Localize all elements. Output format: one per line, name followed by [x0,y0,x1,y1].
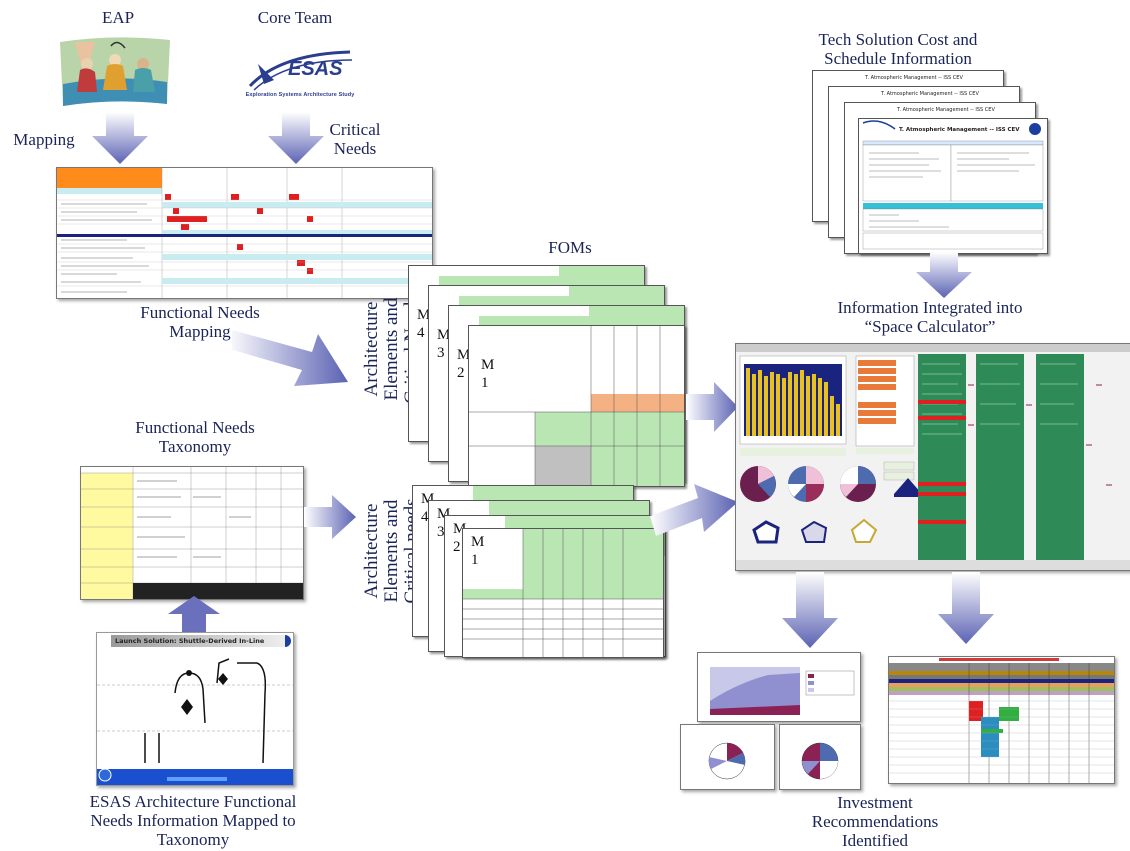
functional-needs-mapping-sheet [56,167,433,299]
tech-sheet-1: T. Atmospheric Management -- ISS CEV [858,118,1048,254]
fom-sheet-top-3-label: M 3 [437,327,451,361]
foms-label: FOMs [548,238,592,257]
fom-sheet-top-2-label: M 2 [457,347,471,381]
arrow-eap-down [90,112,150,164]
functional-needs-mapping-label: Functional Needs Mapping [140,303,260,341]
tech-solution-label: Tech Solution Cost and Schedule Informat… [818,30,978,68]
launch-solution-slide: Launch Solution: Shuttle-Derived In-Line [96,632,294,786]
investment-label: Investment Recommendations Identified [811,793,939,850]
arrow-bottom-foms-to-calc [650,472,740,552]
esas-architecture-label: ESAS Architecture Functional Needs Infor… [89,792,297,849]
space-calculator [735,343,1130,571]
pie-chart-left [680,724,775,790]
functional-needs-taxonomy-sheet [80,466,304,600]
arrow-launch-up [168,596,220,632]
arrow-core-team-down [266,112,326,164]
arrow-mapping-to-foms [232,300,352,390]
critical-needs-label: Critical Needs [329,120,381,158]
fom-sheet-bottom-1-label: M 1 [471,534,485,568]
fom-sheet-top-1-label: M 1 [481,357,495,391]
eap-clipart [55,34,175,109]
esas-logo: ESAS Exploration Systems Architecture St… [240,34,360,104]
esas-logo-name: ESAS [288,58,343,80]
fom-sheet-top-4-label: M 4 [417,307,431,341]
functional-needs-taxonomy-label: Functional Needs Taxonomy [135,418,255,456]
investment-table [888,656,1115,784]
esas-logo-subtitle: Exploration Systems Architecture Study [245,92,355,98]
mapping-label: Mapping [13,130,75,149]
fom-sheet-bottom-1: M 1 [462,528,664,658]
pie-chart-right [779,724,861,790]
eap-label: EAP [101,8,135,27]
arrow-taxonomy-to-foms [304,495,356,539]
investment-chart [697,652,861,722]
arrow-calc-down-left [782,572,838,648]
info-integrated-label: Information Integrated into “Space Calcu… [837,298,1023,336]
arrow-tech-down [916,252,972,298]
arrow-calc-down-right [938,572,994,644]
fom-sheet-top-1: M 1 [468,325,685,487]
core-team-label: Core Team [257,8,333,27]
arrow-top-foms-to-calc [686,382,738,432]
tech-sheet-title: T. Atmospheric Management -- ISS CEV [899,127,1020,133]
launch-slide-title: Launch Solution: Shuttle-Derived In-Line [111,635,285,647]
